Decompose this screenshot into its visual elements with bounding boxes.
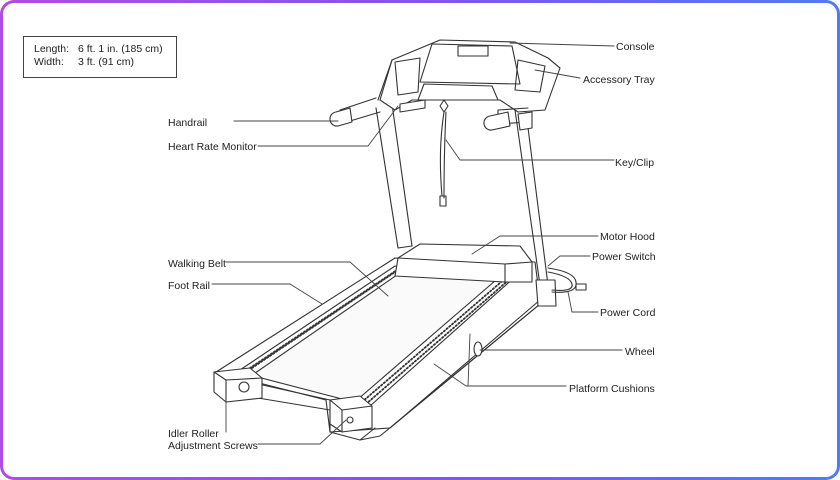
dimensions-box: Length: 6 ft. 1 in. (185 cm) Width: 3 ft… xyxy=(23,36,177,78)
label-platform-cushions: Platform Cushions xyxy=(569,383,655,395)
label-handrail: Handrail xyxy=(168,117,208,129)
label-heart-rate-monitor: Heart Rate Monitor xyxy=(168,141,257,153)
motor-hood-shape xyxy=(394,243,533,283)
label-accessory-tray: Accessory Tray xyxy=(583,74,655,86)
width-row: Width: 3 ft. (91 cm) xyxy=(34,56,176,69)
key-clip-shape xyxy=(439,99,449,207)
label-walking-belt: Walking Belt xyxy=(168,258,226,270)
label-idler-roller-line1: Idler Roller xyxy=(168,428,219,440)
label-console: Console xyxy=(616,41,655,53)
width-value: 3 ft. (91 cm) xyxy=(78,56,135,68)
label-power-switch: Power Switch xyxy=(592,251,656,263)
length-label: Length: xyxy=(34,43,70,55)
length-value: 6 ft. 1 in. (185 cm) xyxy=(78,43,163,55)
wheel-shape xyxy=(473,341,483,357)
diagram-canvas: Length: 6 ft. 1 in. (185 cm) Width: 3 ft… xyxy=(3,3,837,477)
label-idler-roller-line2: Adjustment Screws xyxy=(168,440,258,452)
label-power-cord: Power Cord xyxy=(600,307,656,319)
console-assembly xyxy=(377,39,561,113)
leader-lines xyxy=(211,42,623,445)
rear-end-caps xyxy=(213,367,373,433)
uprights xyxy=(375,103,557,307)
label-motor-hood: Motor Hood xyxy=(600,231,655,243)
label-key-clip: Key/Clip xyxy=(615,157,655,169)
length-row: Length: 6 ft. 1 in. (185 cm) xyxy=(34,43,176,56)
width-label: Width: xyxy=(34,56,64,68)
power-cord-shape xyxy=(547,267,587,293)
label-foot-rail: Foot Rail xyxy=(168,280,211,292)
treadmill-drawing xyxy=(211,39,623,445)
handrail-grips xyxy=(329,97,533,131)
label-wheel: Wheel xyxy=(625,346,655,358)
